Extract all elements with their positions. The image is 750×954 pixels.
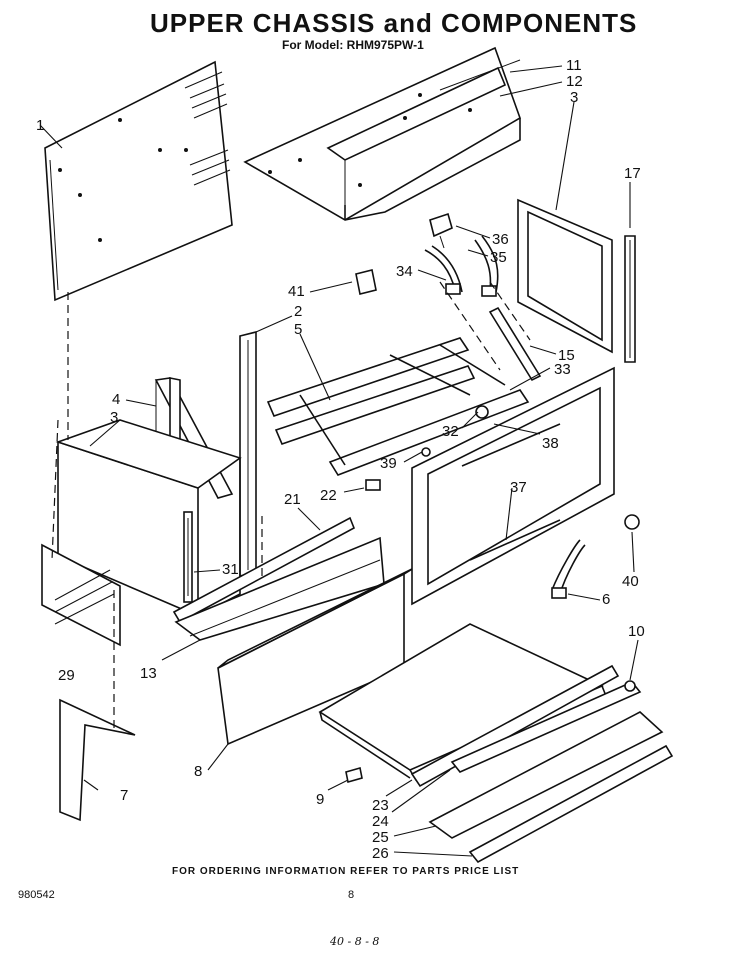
part-side-panel <box>44 60 233 302</box>
callout-34: 34 <box>396 263 413 280</box>
callout-26: 26 <box>372 845 389 862</box>
callout-25: 25 <box>372 829 389 846</box>
part-bracket-small <box>429 212 453 249</box>
callout-8: 8 <box>194 763 202 780</box>
callout-22: 22 <box>320 487 337 504</box>
part-fasteners <box>365 405 489 491</box>
callout-13: 13 <box>140 665 157 682</box>
handwritten-note: 40 - 8 - 8 <box>330 935 380 948</box>
callout-7: 7 <box>120 787 128 804</box>
model-line: For Model: RHM975PW-1 <box>282 38 424 52</box>
callout-33: 33 <box>554 361 571 378</box>
part-bracket-41 <box>355 269 377 295</box>
callout-11: 11 <box>566 57 582 74</box>
callout-24: 24 <box>372 813 389 830</box>
callout-10: 10 <box>628 623 645 640</box>
callout-41: 41 <box>288 283 305 300</box>
callout-36: 36 <box>492 231 509 248</box>
leader-lines <box>39 65 639 857</box>
part-side-frame-right <box>517 198 613 354</box>
part-support-rod <box>488 306 542 382</box>
ordering-note: FOR ORDERING INFORMATION REFER TO PARTS … <box>172 866 520 877</box>
part-lower-rails <box>410 664 674 864</box>
callout-5: 5 <box>294 321 302 338</box>
callout-labels: 1 11 12 3 17 36 35 34 41 2 5 15 33 4 3 3… <box>36 57 645 862</box>
callout-17: 17 <box>624 165 641 182</box>
callout-1: 1 <box>36 117 44 134</box>
callout-38: 38 <box>542 435 559 452</box>
callout-40: 40 <box>622 573 639 590</box>
callout-32: 32 <box>442 423 459 440</box>
callout-12: 12 <box>566 73 583 90</box>
part-lower-panel <box>41 543 121 647</box>
document-number: 980542 <box>18 889 55 901</box>
callout-23: 23 <box>372 797 389 814</box>
part-top-cover <box>243 46 521 221</box>
callout-6: 6 <box>602 591 610 608</box>
part-wiring-harness <box>424 235 499 297</box>
callout-4: 4 <box>112 391 120 408</box>
part-vertical-post <box>239 330 257 578</box>
callout-9: 9 <box>316 791 324 808</box>
part-corner-bracket <box>59 698 136 822</box>
callout-3-left: 3 <box>110 409 118 426</box>
part-housing-box <box>55 419 242 618</box>
page-title: UPPER CHASSIS and COMPONENTS <box>150 8 638 38</box>
part-knob <box>551 514 640 599</box>
callout-29: 29 <box>58 667 75 684</box>
alignment-lines <box>51 281 531 730</box>
part-vertical-strip <box>624 235 636 363</box>
part-clip <box>345 766 363 784</box>
callout-15: 15 <box>558 347 575 364</box>
callout-37: 37 <box>510 479 527 496</box>
callout-21: 21 <box>284 491 301 508</box>
callout-35: 35 <box>490 249 507 266</box>
page-number: 8 <box>348 889 355 901</box>
part-front-bezel <box>411 366 615 606</box>
callout-31: 31 <box>222 561 239 578</box>
callout-3-upper: 3 <box>570 89 578 106</box>
callout-2: 2 <box>294 303 302 320</box>
callout-39: 39 <box>380 455 397 472</box>
